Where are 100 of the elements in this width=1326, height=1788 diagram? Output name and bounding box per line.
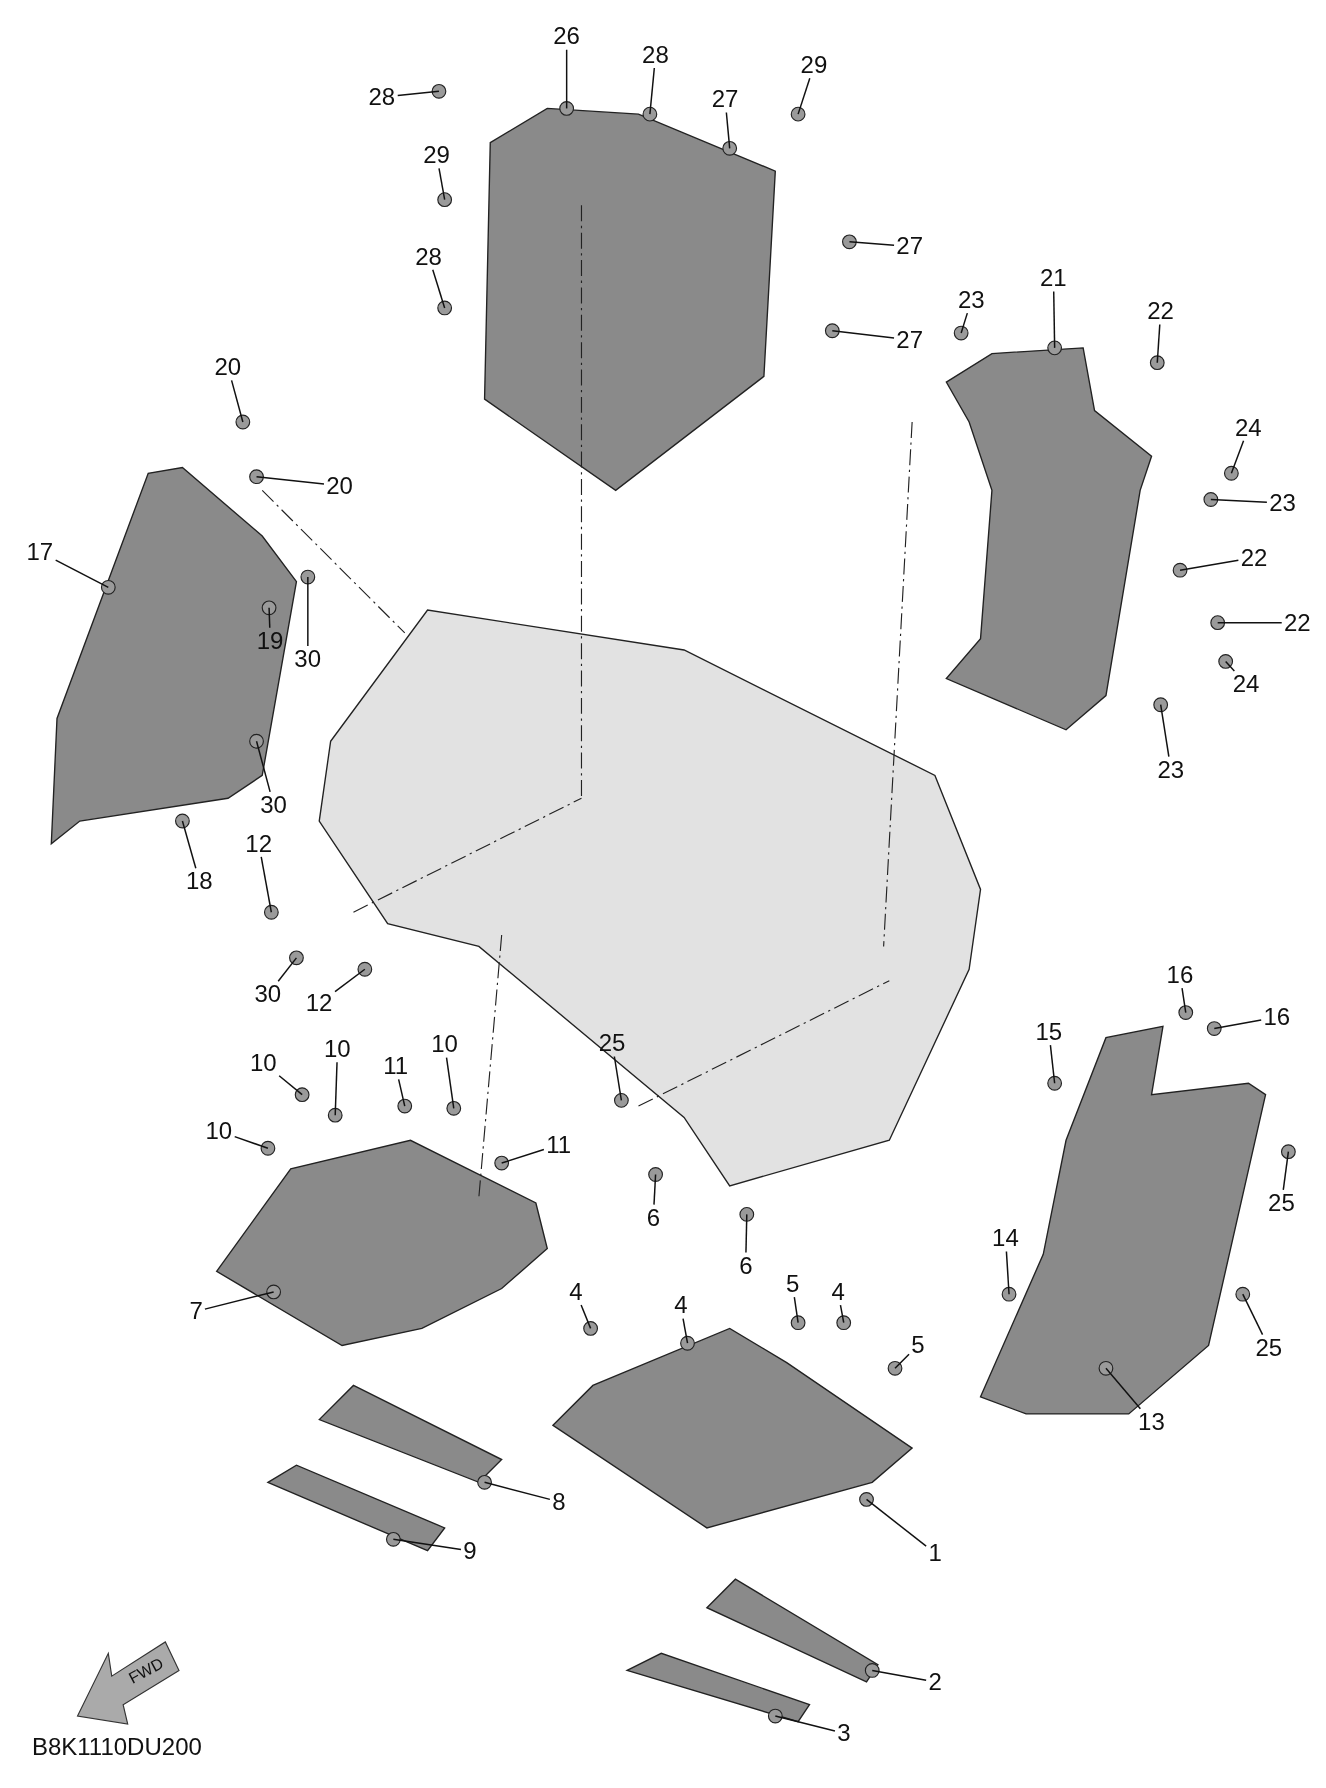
leader-line (894, 1353, 910, 1370)
leader-line (649, 67, 656, 115)
callout-number: 24 (1234, 415, 1262, 440)
callout-number: 28 (415, 244, 442, 269)
callout-number: 18 (186, 869, 213, 894)
callout-number: 26 (553, 24, 580, 49)
leader-line (1210, 498, 1268, 503)
leader-line (793, 1296, 799, 1324)
callout-number: 12 (245, 831, 272, 856)
leader-line (334, 968, 366, 993)
callout-number: 13 (1138, 1409, 1165, 1434)
callout-number: 10 (249, 1050, 277, 1075)
callout-number: 9 (463, 1538, 477, 1563)
callout-number: 10 (205, 1119, 233, 1144)
leader-line (54, 559, 110, 589)
callout-number: 16 (1166, 962, 1194, 987)
callout-number: 4 (569, 1279, 583, 1304)
leader-line (653, 1173, 657, 1206)
leader-line (1242, 1293, 1264, 1336)
leader-line (725, 111, 731, 150)
leader-line (831, 330, 895, 339)
callout-number: 21 (1040, 266, 1067, 291)
callout-number: 5 (911, 1333, 925, 1358)
leader-line (1159, 704, 1170, 758)
callout-number: 8 (552, 1489, 566, 1514)
leader-line (483, 1481, 551, 1501)
leader-line (500, 1148, 545, 1164)
leader-line (1005, 1250, 1010, 1295)
callout-number: 10 (431, 1032, 458, 1057)
leader-line (1053, 290, 1056, 349)
leader-line (1049, 1044, 1056, 1084)
callout-number: 1 (928, 1540, 942, 1565)
callout-number: 2 (928, 1669, 942, 1694)
callout-number: 6 (646, 1205, 661, 1230)
callout-number: 4 (831, 1279, 845, 1304)
leader-line (233, 1135, 269, 1149)
leader-line (181, 820, 197, 870)
callout-number: 11 (546, 1132, 572, 1157)
callout-number: 20 (326, 473, 353, 498)
callout-number: 12 (305, 991, 333, 1016)
leader-line (392, 1538, 462, 1551)
leader-line (682, 1318, 689, 1344)
leader-line (797, 77, 811, 115)
callout-number: 29 (423, 143, 450, 168)
leader-line (839, 1304, 845, 1324)
callout-number: 28 (642, 42, 669, 67)
leader-line (204, 1291, 275, 1310)
callout-number: 30 (254, 982, 282, 1007)
leader-line (580, 1304, 592, 1330)
callout-number: 23 (1157, 757, 1185, 782)
leader-line (255, 740, 271, 793)
callout-number: 25 (1268, 1190, 1295, 1215)
leader-line (255, 475, 325, 485)
callout-number: 25 (1255, 1335, 1283, 1360)
leader-line (438, 167, 446, 201)
callout-number: 25 (598, 1031, 626, 1056)
leader-line (745, 1213, 748, 1254)
leader-line (397, 90, 440, 97)
leader-line (397, 1078, 406, 1107)
leader-line (307, 576, 309, 647)
callout-number: 29 (800, 53, 828, 77)
leader-line (1179, 559, 1240, 571)
leader-line (432, 269, 446, 309)
callout-number: 5 (785, 1271, 800, 1296)
callout-number: 27 (896, 234, 924, 259)
diagram-code: B8K1110DU200 (31, 1733, 202, 1762)
callout-number: 23 (1269, 490, 1296, 515)
leader-line (865, 1498, 927, 1547)
callout-number: 23 (957, 287, 985, 312)
callout-number: 14 (992, 1226, 1019, 1251)
leader-line (1282, 1150, 1290, 1191)
leader-line (1230, 440, 1245, 474)
callout-number: 19 (256, 628, 284, 653)
callout-number: 27 (711, 87, 739, 112)
leader-line (277, 957, 298, 982)
leader-line (871, 1669, 927, 1681)
callout-number: 4 (674, 1293, 688, 1318)
leader-line (960, 312, 969, 334)
callout-number: 6 (739, 1253, 753, 1278)
leader-line (278, 1075, 303, 1096)
callout-number: 16 (1263, 1005, 1291, 1029)
leader-line (230, 379, 244, 423)
callout-number: 15 (1035, 1019, 1063, 1044)
callout-number: 30 (294, 647, 322, 671)
leader-line (1213, 1019, 1262, 1030)
leader-line (565, 49, 568, 110)
callout-number: 30 (260, 792, 287, 817)
callout-number: 7 (189, 1299, 203, 1324)
leader-line (1216, 621, 1283, 624)
leader-line (613, 1055, 623, 1102)
callout-number: 11 (383, 1054, 409, 1079)
callout-number: 24 (1232, 672, 1260, 697)
callout-number: 28 (368, 84, 396, 109)
callout-number: 20 (214, 355, 242, 380)
leader-line (334, 1061, 338, 1116)
leader-line (848, 241, 895, 246)
callout-number: 22 (1147, 299, 1174, 324)
callout-number: 3 (837, 1721, 851, 1746)
leader-line (1156, 323, 1161, 364)
direction-label: FWD (125, 1654, 167, 1688)
